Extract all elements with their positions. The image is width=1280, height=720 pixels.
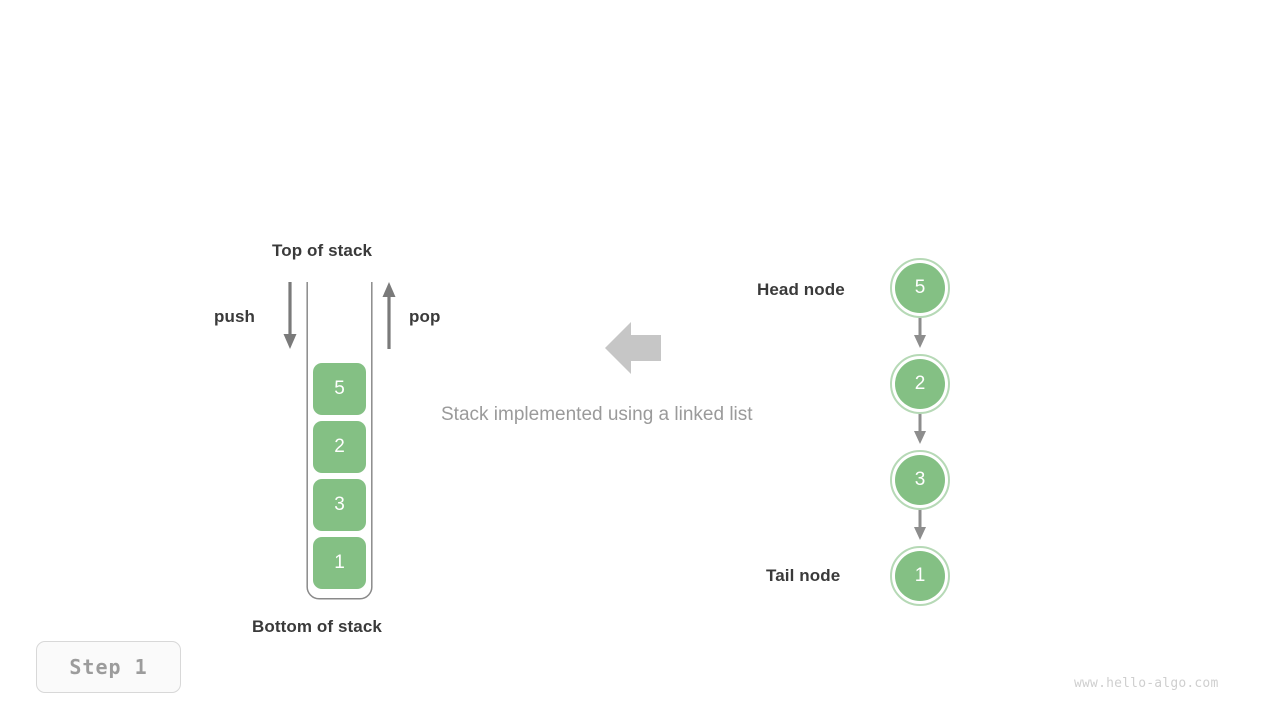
step-badge-label: Step 1 <box>69 655 148 679</box>
linked-list-node[interactable]: 5 <box>890 258 950 318</box>
linked-list-node[interactable]: 3 <box>890 450 950 510</box>
top-of-stack-label: Top of stack <box>272 241 373 260</box>
pop-arrow-up-icon <box>382 282 396 349</box>
step-badge: Step 1 <box>36 641 181 693</box>
stack-container: 5 2 3 1 <box>306 282 373 600</box>
tail-node-label: Tail node <box>766 566 841 585</box>
head-node-label: Head node <box>757 280 845 299</box>
pop-label: pop <box>409 307 441 326</box>
node-value: 1 <box>895 551 945 601</box>
diagram-caption: Stack implemented using a linked list <box>441 404 753 425</box>
stack-element[interactable]: 2 <box>313 421 366 473</box>
push-label: push <box>214 307 256 326</box>
linked-list: 5 2 3 1 <box>860 250 990 620</box>
linked-list-node[interactable]: 1 <box>890 546 950 606</box>
linked-list-node[interactable]: 2 <box>890 354 950 414</box>
bottom-of-stack-label: Bottom of stack <box>252 617 382 636</box>
node-value: 3 <box>895 455 945 505</box>
stack-elements-list: 5 2 3 1 <box>313 363 366 589</box>
stack-container-outline <box>306 282 373 600</box>
arrow-left-block-icon <box>605 322 661 374</box>
stack-element[interactable]: 5 <box>313 363 366 415</box>
node-value: 5 <box>895 263 945 313</box>
node-value: 2 <box>895 359 945 409</box>
push-arrow-down-icon <box>283 282 297 349</box>
watermark: www.hello-algo.com <box>1074 676 1219 691</box>
stack-element[interactable]: 1 <box>313 537 366 589</box>
stack-element[interactable]: 3 <box>313 479 366 531</box>
